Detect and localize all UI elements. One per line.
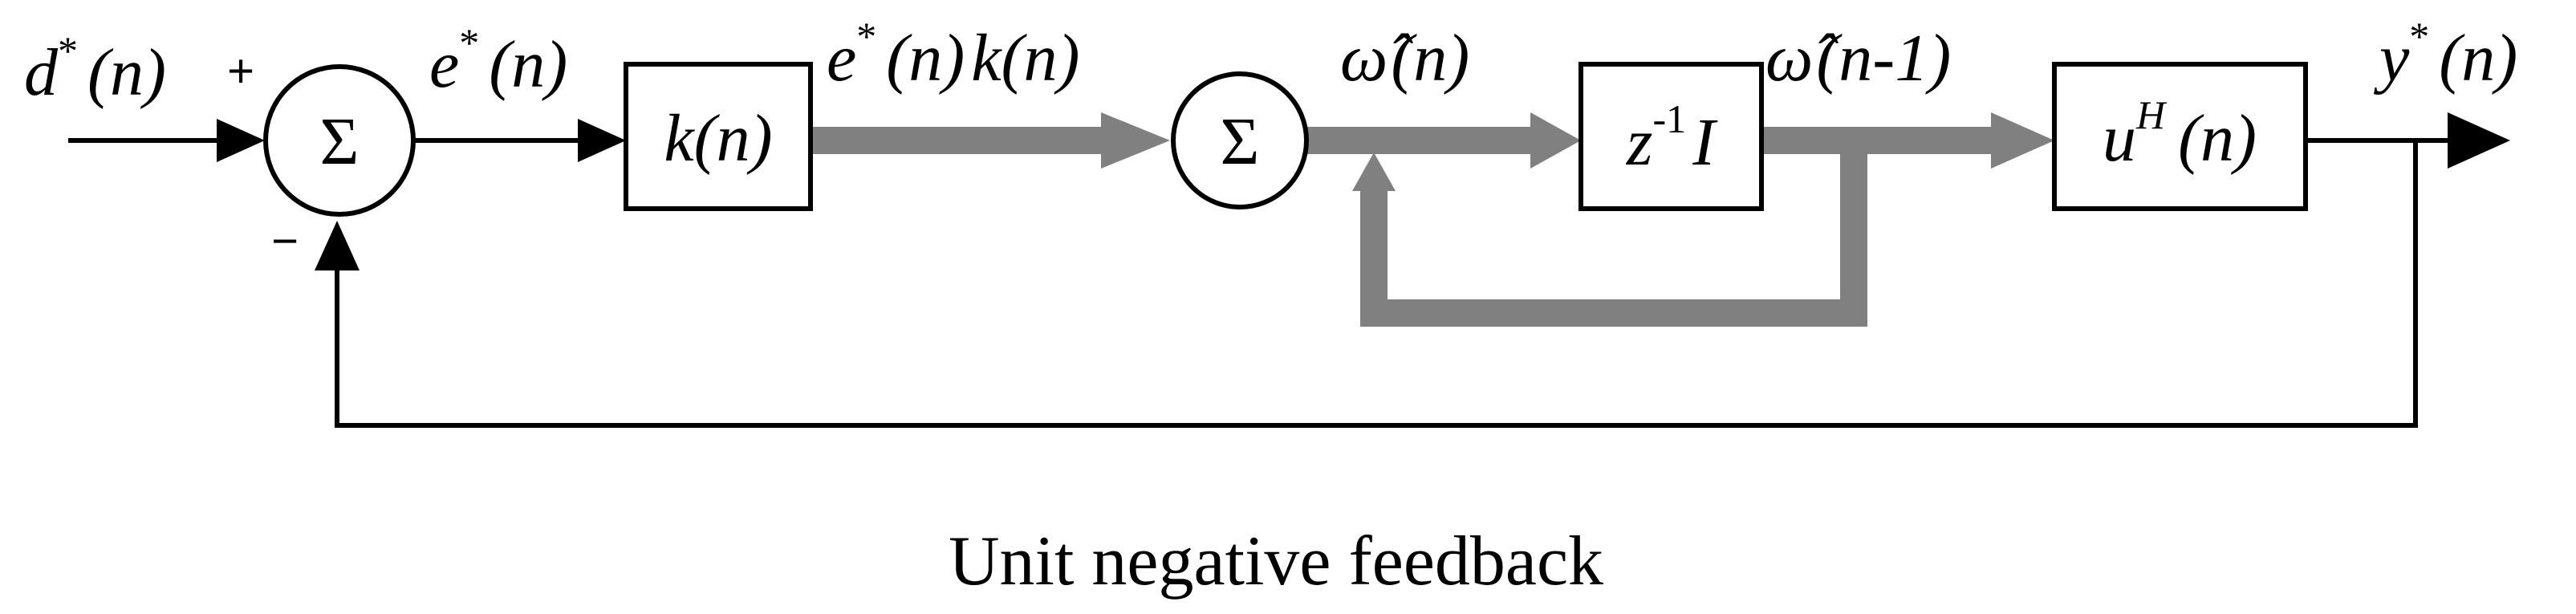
vector-arrow-estimate [1306,112,1581,169]
error-arrow [413,119,626,162]
vector-feedback-loop [1352,140,1867,327]
summer-1-symbol: Σ [320,104,360,179]
svg-text:z-1I: z-1I [1626,96,1718,180]
delay-tail: I [1692,105,1718,180]
diagram-caption: Unit negative feedback [949,523,1603,600]
input-label: d*(n) [24,28,166,110]
delay-base: z [1626,105,1653,180]
summer-2-symbol: Σ [1221,104,1260,179]
regressor-block: uH(n) [2052,62,2308,211]
error-label: e*(n) [429,20,567,102]
vector-arrow-delayed [1762,112,2054,169]
minus-sign: − [271,215,299,267]
gain-block-label: k(n) [664,101,772,176]
plus-sign: + [227,45,254,97]
regressor-arg: (n) [2178,101,2257,176]
input-arrow [68,119,265,162]
output-label: y*(n) [2373,14,2517,96]
delay-sup: -1 [1653,96,1687,141]
gain-output-label: e*(n)k(n) [827,14,1079,96]
feedback-loop [315,140,2418,428]
summer-2: Σ [1171,71,1309,209]
gain-block: k(n) [624,62,813,211]
summer-1: Σ [263,64,416,217]
svg-text:uH(n): uH(n) [2103,92,2257,176]
delayed-estimate-label: ω̂(n-1) [1765,21,1951,96]
vector-arrow-gain [812,112,1170,169]
regressor-base: u [2103,101,2136,176]
regressor-sup: H [2135,92,2168,137]
estimate-label: ω̂(n) [1340,21,1469,96]
output-arrow [2308,112,2510,169]
delay-block: z-1I [1579,62,1764,211]
